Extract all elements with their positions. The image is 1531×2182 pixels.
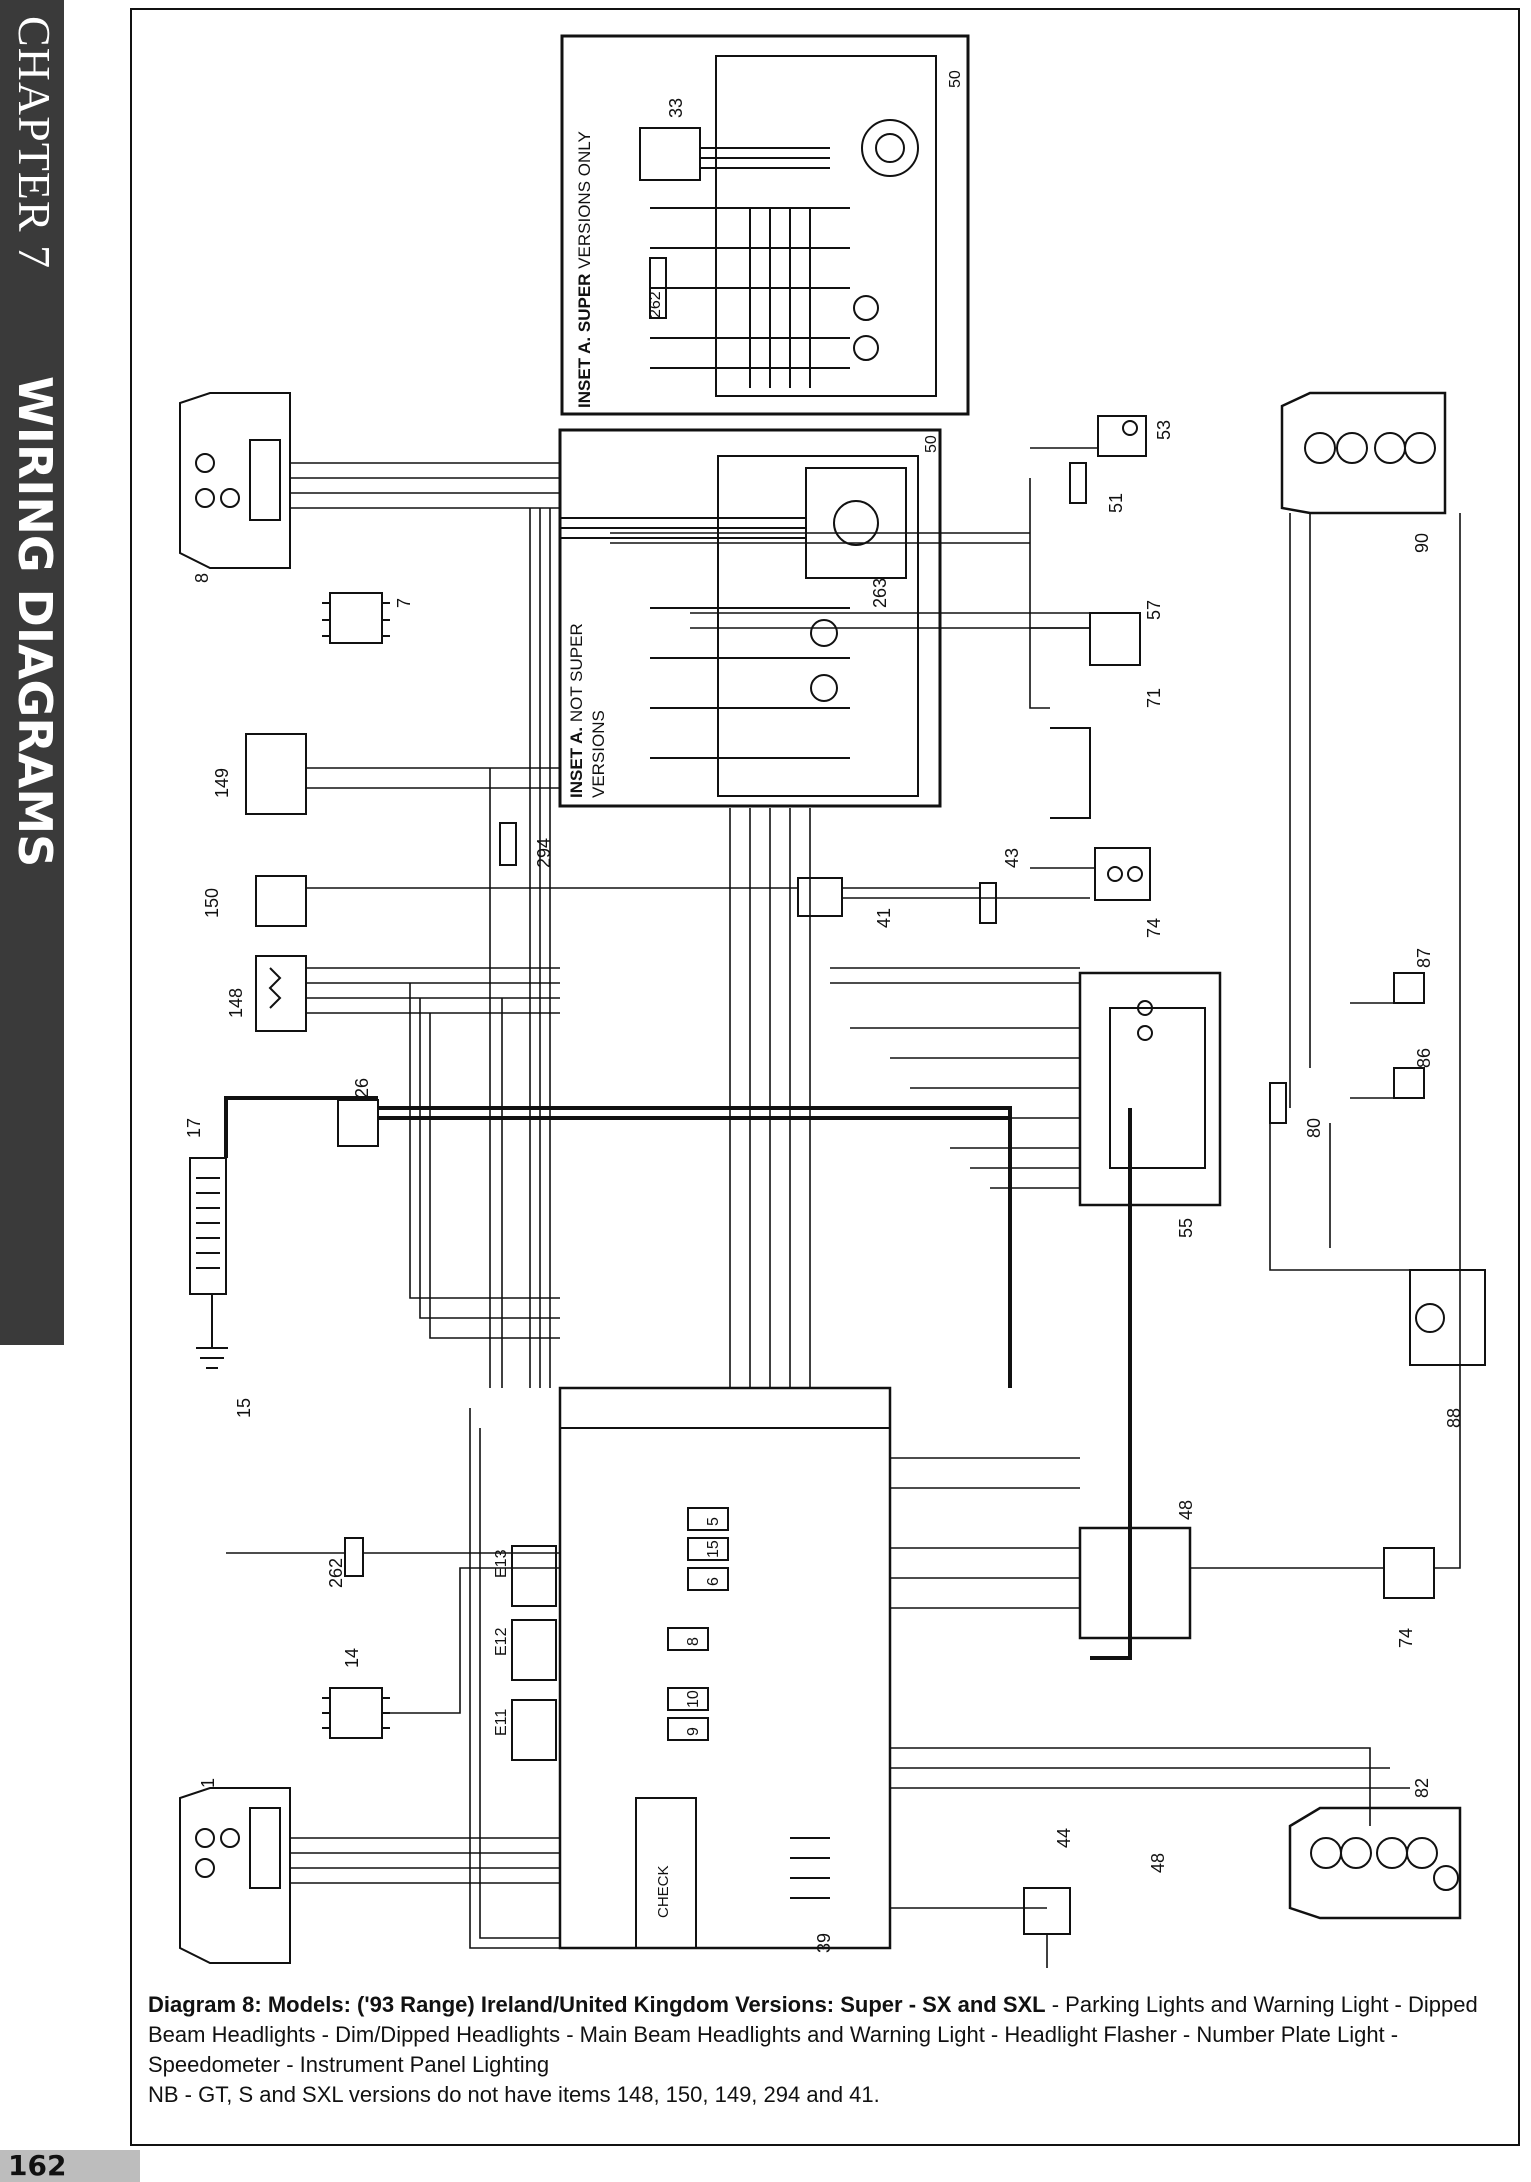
component-262-inset: 262	[647, 291, 664, 318]
component-74: 74	[1144, 918, 1164, 938]
chapter-sidebar: CHAPTER 7 WIRING DIAGRAMS	[0, 0, 64, 1345]
component-87: 87	[1414, 948, 1434, 968]
caption-text: - Parking Lights and Warning Light - Dip…	[148, 1992, 1478, 2077]
fuse-15: 15	[705, 1540, 722, 1558]
page-number: 162	[8, 2149, 67, 2182]
component-51: 48	[1176, 1500, 1196, 1520]
component-E11: E11	[493, 1709, 510, 1736]
page-number-box	[0, 2150, 140, 2182]
component-E12: E12	[493, 1627, 510, 1656]
caption-note: NB - GT, S and SXL versions do not have …	[148, 2082, 880, 2107]
component-148: 148	[226, 988, 246, 1018]
fusebox-39: CHECK 5 15 6 8 10 9 39 E13 E12 E11	[493, 1386, 892, 1953]
fuse-10: 10	[685, 1690, 702, 1708]
component-17: 17	[184, 1118, 204, 1138]
fuse-5: 5	[705, 1517, 722, 1526]
component-67: 57	[1144, 600, 1164, 620]
inset-a-not-super-label-2: VERSIONS	[589, 710, 608, 798]
wiring-diagram: INSET A. SUPER VERSIONS ONLY 33 50 262 I…	[179, 34, 1486, 1968]
component-8: 8	[192, 573, 212, 583]
diagram-caption: Diagram 8: Models: ('93 Range) Ireland/U…	[148, 1990, 1488, 2110]
component-50: 50	[923, 435, 940, 453]
component-7: 7	[394, 598, 414, 608]
component-55: 55	[1176, 1218, 1196, 1238]
component-E13: E13	[493, 1549, 510, 1578]
chapter-label: CHAPTER 7	[9, 16, 60, 270]
component-50-top: 50	[947, 70, 964, 88]
component-71: 71	[1144, 688, 1164, 708]
component-263: 263	[870, 578, 890, 608]
component-81: 80	[1304, 1118, 1324, 1138]
component-88: 88	[1444, 1408, 1464, 1428]
inset-a-super: INSET A. SUPER VERSIONS ONLY 33 50 262	[560, 34, 970, 416]
component-33: 33	[666, 98, 686, 118]
check-label: CHECK	[655, 1865, 672, 1918]
fuse-6: 6	[705, 1577, 722, 1586]
component-41: 41	[874, 908, 894, 928]
left-components: 8 7 149 150 148 17 15 26 262 14	[179, 392, 554, 1964]
component-57: 53	[1154, 420, 1174, 440]
caption-title: Diagram 8: Models: ('93 Range) Ireland/U…	[148, 1992, 1046, 2017]
component-262: 262	[326, 1558, 346, 1588]
component-82: 82	[1412, 1778, 1432, 1798]
component-80: 74	[1396, 1628, 1416, 1648]
component-149: 149	[212, 768, 232, 798]
component-44: 44	[1054, 1828, 1074, 1848]
component-1: 1	[198, 1778, 218, 1788]
component-294: 294	[534, 838, 554, 868]
fuse-8: 8	[685, 1637, 702, 1646]
right-components: 53 51 57 71 74 43 41 55 48 44 48 90	[797, 391, 1486, 1935]
component-39: 39	[814, 1933, 834, 1953]
component-43: 43	[1002, 848, 1022, 868]
component-48: 48	[1148, 1853, 1168, 1873]
inset-a-not-super: INSET A. NOT SUPER VERSIONS 263 50	[558, 428, 942, 808]
wiring-runs	[224, 447, 1461, 1968]
component-26: 26	[352, 1078, 372, 1098]
component-90: 90	[1412, 533, 1432, 553]
inset-a-super-label: INSET A. SUPER VERSIONS ONLY	[575, 131, 594, 408]
component-15: 15	[234, 1398, 254, 1418]
inset-a-not-super-label: INSET A. NOT SUPER	[567, 623, 586, 798]
component-53: 51	[1106, 493, 1126, 513]
diagram-frame	[130, 8, 1520, 2146]
component-86: 86	[1414, 1048, 1434, 1068]
component-14: 14	[342, 1648, 362, 1668]
fuse-9: 9	[685, 1727, 702, 1736]
chapter-title: WIRING DIAGRAMS	[8, 376, 62, 868]
component-150: 150	[202, 888, 222, 918]
